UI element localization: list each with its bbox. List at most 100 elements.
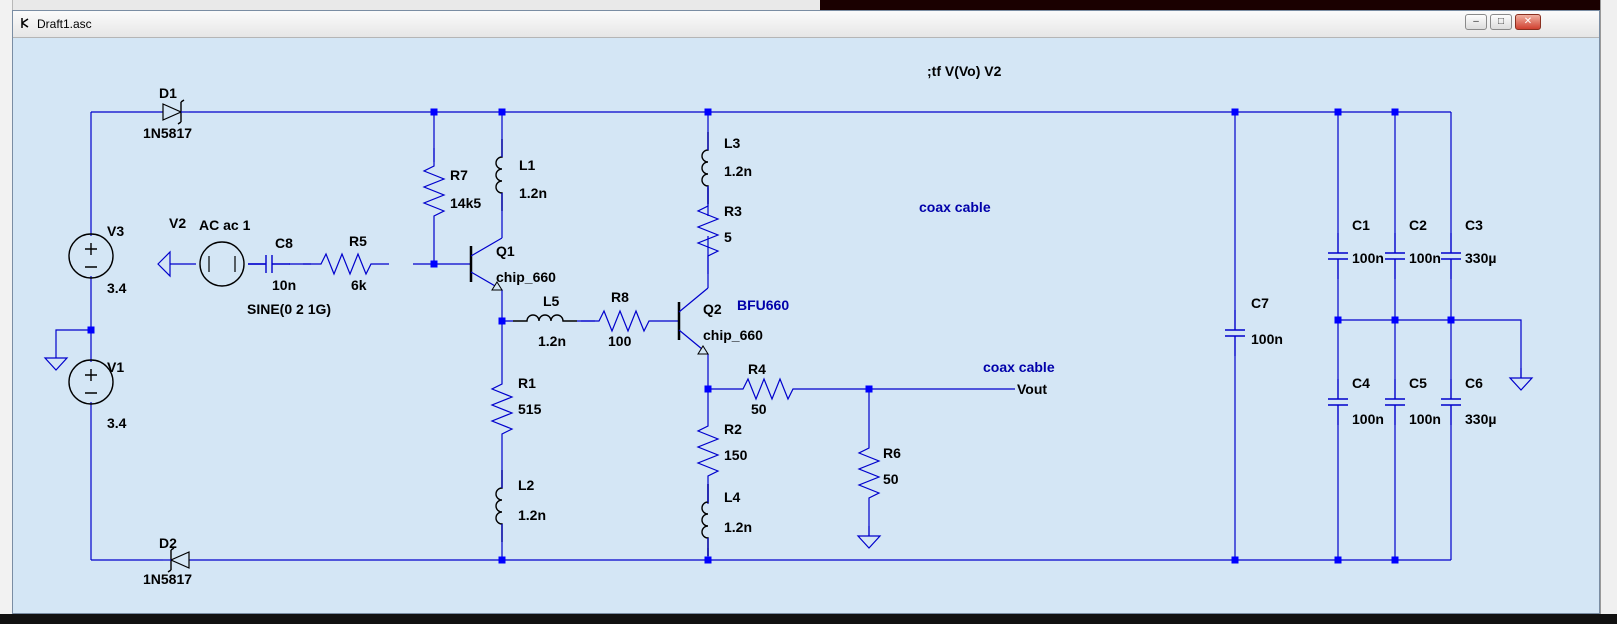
r6-name: R6	[883, 445, 901, 461]
v3-value: 3.4	[107, 280, 127, 296]
background-app-strip	[0, 0, 1617, 10]
c5-value: 100n	[1409, 411, 1441, 427]
d1-name: D1	[159, 85, 177, 101]
r8-name: R8	[611, 289, 629, 305]
bfu660-label: BFU660	[737, 297, 789, 313]
r3-value: 5	[724, 229, 732, 245]
resistor-r4[interactable]	[724, 378, 812, 400]
capacitor-c1[interactable]	[1327, 232, 1349, 280]
c5-name: C5	[1409, 375, 1427, 391]
window-titlebar[interactable]: Draft1.asc – □ ✕	[13, 11, 1599, 38]
diode-d2[interactable]	[163, 547, 190, 573]
v2-name: V2	[169, 215, 186, 231]
resistor-r2[interactable]	[697, 407, 719, 495]
c3-value: 330µ	[1465, 250, 1496, 266]
capacitor-c8[interactable]	[247, 254, 291, 274]
resistor-r6[interactable]	[858, 429, 880, 517]
d1-model: 1N5817	[143, 125, 192, 141]
resistor-r5[interactable]	[302, 253, 390, 275]
c1-name: C1	[1352, 217, 1370, 233]
c8-value: 10n	[272, 277, 296, 293]
background-plot-strip	[820, 0, 1617, 10]
r7-name: R7	[450, 167, 468, 183]
resistor-r7[interactable]	[423, 147, 445, 235]
r3-name: R3	[724, 203, 742, 219]
capacitor-c5[interactable]	[1384, 378, 1406, 426]
d2-model: 1N5817	[143, 571, 192, 587]
r5-value: 6k	[351, 277, 367, 293]
schematic-canvas[interactable]: D1 1N5817 D2 1N5817 V3 3.4 V1 3.4	[13, 38, 1599, 613]
capacitor-c7[interactable]	[1224, 309, 1246, 357]
spice-directive[interactable]: ;tf V(Vo) V2	[927, 63, 1002, 79]
c1-value: 100n	[1352, 250, 1384, 266]
capacitor-c4[interactable]	[1327, 378, 1349, 426]
diode-d1[interactable]	[162, 99, 189, 125]
r8-value: 100	[608, 333, 632, 349]
r4-value: 50	[751, 401, 767, 417]
c3-name: C3	[1465, 217, 1483, 233]
capacitor-c2[interactable]	[1384, 232, 1406, 280]
c2-name: C2	[1409, 217, 1427, 233]
r1-name: R1	[518, 375, 536, 391]
v1-name: V1	[107, 359, 124, 375]
v3-name: V3	[107, 223, 124, 239]
d2-name: D2	[159, 535, 177, 551]
v2-value: AC ac 1	[199, 217, 251, 233]
ground-symbol-r6	[857, 525, 881, 549]
q1-name: Q1	[496, 243, 515, 259]
transistor-q1[interactable]	[469, 237, 503, 306]
l2-value: 1.2n	[518, 507, 546, 523]
port-arrow-v2	[157, 250, 181, 278]
inductor-l3[interactable]	[701, 131, 709, 205]
c8-name: C8	[275, 235, 293, 251]
q2-name: Q2	[703, 301, 722, 317]
transistor-q2[interactable]	[677, 287, 709, 355]
voltage-source-v3[interactable]	[68, 233, 114, 279]
c4-name: C4	[1352, 375, 1370, 391]
l3-value: 1.2n	[724, 163, 752, 179]
maximize-button[interactable]: □	[1490, 14, 1512, 30]
q2-model: chip_660	[703, 327, 763, 343]
v2-spec: SINE(0 2 1G)	[247, 301, 331, 317]
r1-value: 515	[518, 401, 542, 417]
r2-name: R2	[724, 421, 742, 437]
close-button[interactable]: ✕	[1515, 14, 1541, 30]
l4-value: 1.2n	[724, 519, 752, 535]
resistor-r8[interactable]	[580, 310, 668, 332]
background-right-strip	[1600, 0, 1617, 624]
schematic-app-icon	[21, 18, 29, 28]
junction-dots	[87, 108, 1455, 564]
capacitor-c3[interactable]	[1440, 232, 1462, 280]
c6-name: C6	[1465, 375, 1483, 391]
vout-label: Vout	[1017, 381, 1047, 397]
l2-name: L2	[518, 477, 535, 493]
coax-cable-label-2: coax cable	[983, 359, 1055, 375]
voltage-source-v1[interactable]	[68, 359, 114, 405]
capacitor-c6[interactable]	[1440, 378, 1462, 426]
inductor-l2[interactable]	[495, 469, 503, 543]
minimize-button[interactable]: –	[1465, 14, 1487, 30]
background-bottom-strip	[0, 614, 1617, 624]
r5-name: R5	[349, 233, 367, 249]
l3-name: L3	[724, 135, 741, 151]
inductor-l1[interactable]	[495, 138, 503, 212]
inductor-l4[interactable]	[701, 483, 709, 557]
coax-cable-label-1: coax cable	[919, 199, 991, 215]
c6-value: 330µ	[1465, 411, 1496, 427]
schematic-window[interactable]: Draft1.asc – □ ✕	[12, 10, 1600, 614]
q1-model: chip_660	[496, 269, 556, 285]
resistor-r3[interactable]	[697, 187, 719, 275]
l1-value: 1.2n	[519, 185, 547, 201]
inductor-l5[interactable]	[512, 314, 578, 322]
v1-value: 3.4	[107, 415, 127, 431]
r4-name: R4	[748, 361, 766, 377]
wires	[55, 111, 1522, 561]
r6-value: 50	[883, 471, 899, 487]
ground-symbol-left	[44, 347, 68, 371]
resistor-r1[interactable]	[491, 365, 513, 453]
l1-name: L1	[519, 157, 536, 173]
c2-value: 100n	[1409, 250, 1441, 266]
c4-value: 100n	[1352, 411, 1384, 427]
l5-name: L5	[543, 293, 560, 309]
voltage-source-v2[interactable]	[199, 241, 245, 287]
